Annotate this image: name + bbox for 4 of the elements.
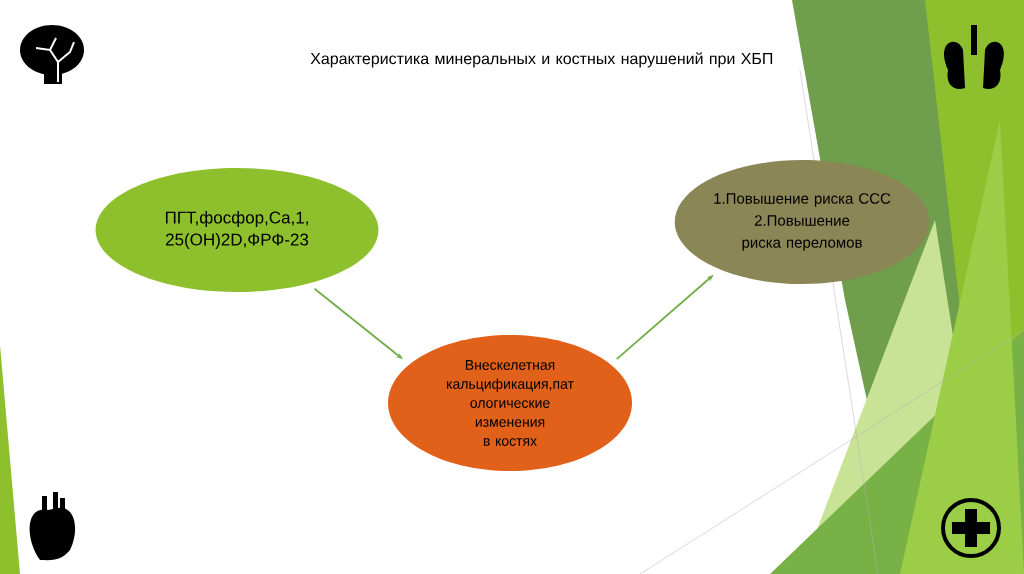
title: Характеристика минеральных и костных нарушений при ХБП bbox=[310, 52, 773, 68]
ellipse-node: Внескелетная кальцификация,пат ологические изменения в костях bbox=[388, 335, 632, 471]
ellipse-node: ПГТ,фосфор,Ca,1, 25(OH)2D,ФРФ-23 bbox=[95, 168, 379, 292]
ellipse-node: 1.Повышение риска ССС 2.Повышение риска переломов bbox=[674, 160, 930, 284]
